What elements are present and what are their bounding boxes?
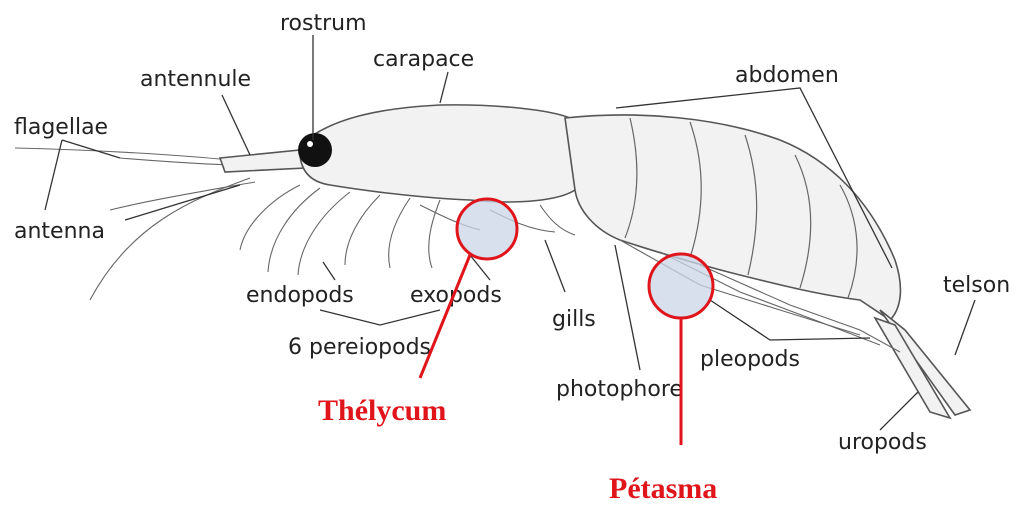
leader-flagellae-lower [45,140,62,210]
label-antenna: antenna [14,219,105,244]
label-thelycum: Thélycum [318,394,446,427]
label-gills: gills [552,307,596,332]
carapace-shape [300,105,575,202]
pereiopod-4 [345,195,380,265]
label-carapace: carapace [373,47,474,72]
label-uropods: uropods [838,430,927,455]
antennule-base [220,150,305,172]
label-antennule: antennule [140,67,251,92]
label-abdomen: abdomen [735,63,839,88]
antenna-flagella-mid [120,158,230,165]
leader-antennule [222,95,250,155]
label-endopods: endopods [246,283,354,308]
antenna-flagella-lower2 [110,182,255,210]
pereiopod-1 [240,185,300,250]
leader-telson [955,300,975,355]
krill-illustration [15,105,970,418]
leader-pleopods [710,300,870,340]
label-pereiopods: 6 pereiopods [288,335,431,360]
thelycum-circle [457,199,517,259]
leader-uropods [880,392,918,430]
label-photophore: photophore [556,377,683,402]
label-petasma: Pétasma [609,472,717,505]
petasma-circle [649,254,713,318]
thelycum-pointer [420,255,470,378]
leader-endopods [323,262,335,280]
leader-carapace [440,72,448,103]
label-pleopods: pleopods [700,347,800,372]
leader-flagellae-upper [62,140,120,158]
antenna-flagella-lower [90,178,250,300]
pereiopod-5 [389,198,410,268]
leader-photophore [615,245,640,370]
leader-gills [545,240,565,292]
eye-highlight [307,141,313,147]
label-telson: telson [943,273,1010,298]
label-flagellae: flagellae [14,115,108,140]
label-rostrum: rostrum [280,11,367,36]
leader-pereiopods [320,310,440,325]
abdomen-shape [565,115,900,320]
eye-icon [298,133,332,167]
uropods-shape [875,318,950,418]
